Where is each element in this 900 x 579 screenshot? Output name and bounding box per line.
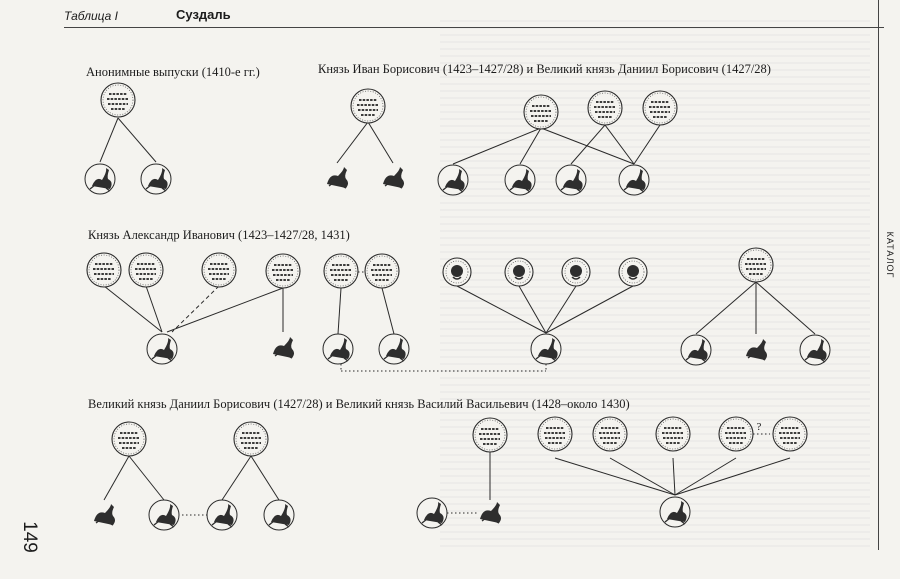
coin-alex-obverse-2 [128,252,164,288]
section-anon-caption: Анонимные выпуски (1410-е гг.) [86,65,260,79]
coin-dv-obverse-8 [772,416,808,452]
city-title: Суздаль [176,7,231,22]
coin-anon-rev-1 [84,163,116,195]
coin-dv-obverse-5 [592,416,628,452]
uncertain-link-mark: ? [757,421,762,433]
coin-alex-rev-5 [530,333,562,365]
coin-dv-rev-6 [479,501,502,524]
coin-alex-obverse-9 [561,257,591,287]
coin-dv-obverse-7 [718,416,754,452]
coin-alex-obverse-11 [738,247,774,283]
coin-alex-obverse-6 [364,253,400,289]
coin-dv-obverse-2 [233,421,269,457]
coin-alex-obverse-8 [504,257,534,287]
coin-dv-rev-3 [206,499,238,531]
coin-alex-obverse-10 [618,257,648,287]
coin-daniil-rev-4 [618,164,650,196]
header-rule [64,27,884,28]
coin-daniil-rev-2 [504,164,536,196]
coin-alex-rev-1 [146,333,178,365]
coin-dv-rev-4 [263,499,295,531]
coin-daniil-obverse-3 [642,90,678,126]
section-ivan-daniil-caption: Князь Иван Борисович (1423–1427/28) и Ве… [318,62,771,76]
coin-dv-rev-1 [93,503,116,526]
section-daniil-vasily-caption: Великий князь Даниил Борисович (1427/28)… [88,397,630,411]
coin-alex-rev-6 [680,334,712,366]
section-alexander-caption: Князь Александр Иванович (1423–1427/28, … [88,228,350,242]
coin-alex-obverse-4 [265,253,301,289]
coin-ivan-obverse [350,88,386,124]
margin-rule [878,0,879,550]
coin-alex-obverse-3 [201,252,237,288]
table-label: Таблица I [64,9,119,23]
coin-alex-rev-4 [378,333,410,365]
coin-anon-obverse [100,82,136,118]
coin-alex-obverse-1 [86,252,122,288]
coin-dv-rev-5 [416,497,448,529]
coin-alex-obverse-5 [323,253,359,289]
coin-alex-rev-3 [322,333,354,365]
coin-alex-obverse-7 [442,257,472,287]
coin-alex-rev-2 [272,336,295,359]
coin-ivan-rev-2 [382,166,405,189]
coin-daniil-obverse-2 [587,90,623,126]
coin-ivan-rev-1 [326,166,349,189]
coin-alex-rev-8 [799,334,831,366]
coin-dv-obverse-1 [111,421,147,457]
coin-dv-obverse-4 [537,416,573,452]
coin-dv-obverse-3 [472,417,508,453]
coin-daniil-rev-3 [555,164,587,196]
coin-dv-obverse-6 [655,416,691,452]
coin-dv-rev-7 [659,496,691,528]
coin-daniil-obverse-1 [523,94,559,130]
coin-dv-rev-2 [148,499,180,531]
coin-alex-rev-7 [745,338,768,361]
coin-daniil-rev-1 [437,164,469,196]
coin-anon-rev-2 [140,163,172,195]
